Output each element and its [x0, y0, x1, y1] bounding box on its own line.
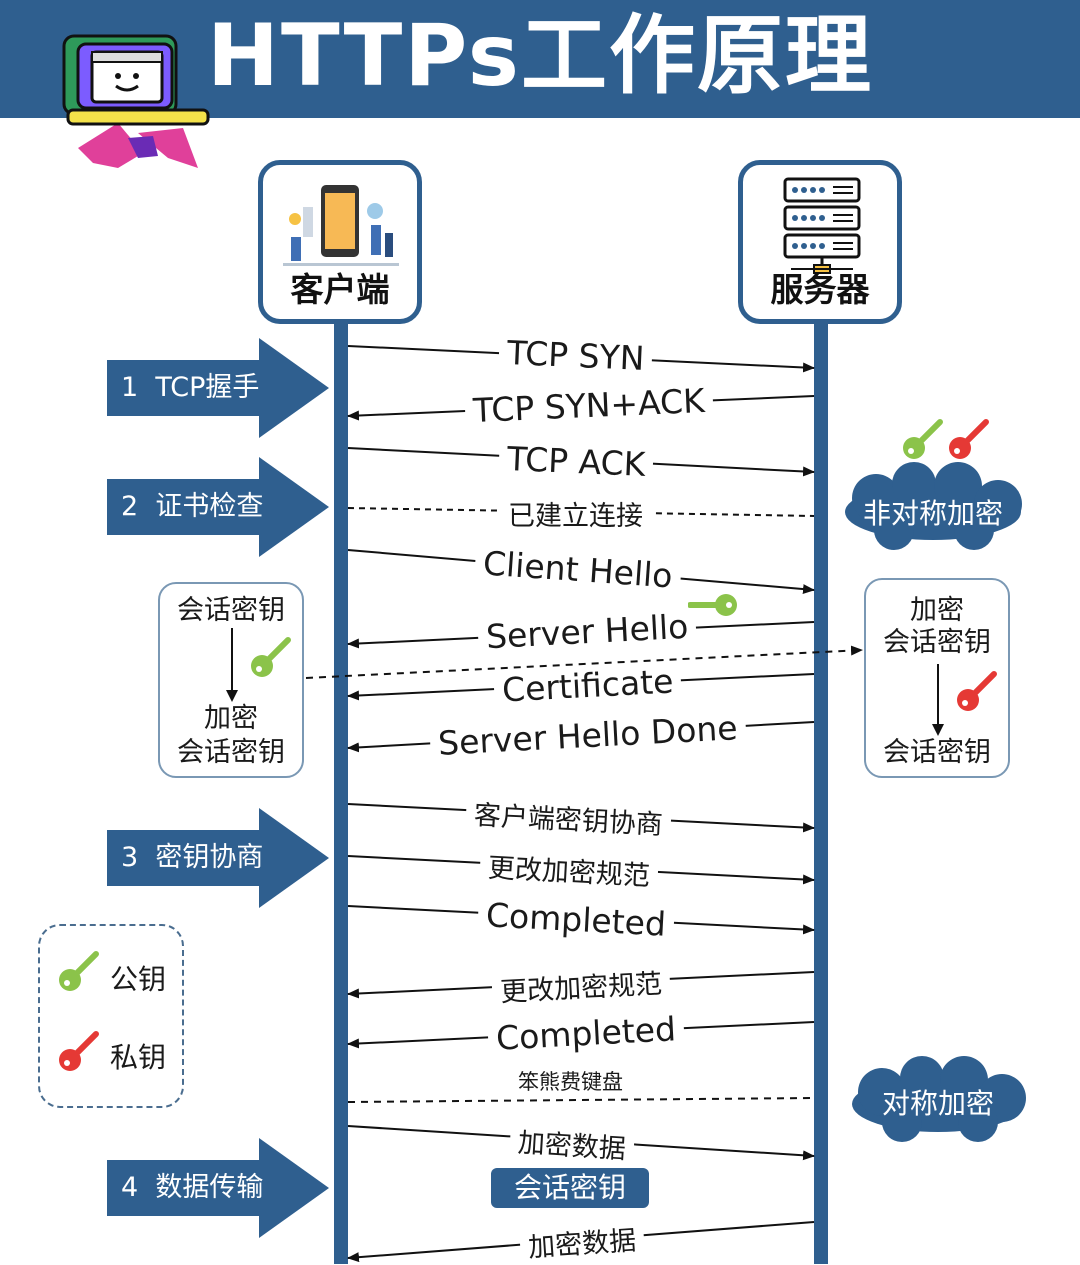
client-session-key-panel: 会话密钥 加密 会话密钥 — [158, 582, 304, 778]
phase-key-negotiation: 3 密钥协商 — [107, 808, 329, 908]
down-arrow-icon — [226, 628, 238, 702]
page-title: HTTPs工作原理 — [207, 6, 873, 106]
green-key-icon — [251, 637, 291, 677]
green-key-icon — [59, 951, 99, 991]
red-key-icon — [949, 419, 989, 459]
msg-connection-established: 已建立连接 — [500, 494, 651, 533]
watermark-text: 笨熊费键盘 — [514, 1066, 627, 1096]
green-key-icon — [688, 594, 737, 616]
line-symmetric-divider — [347, 1097, 815, 1103]
client-lifeline — [334, 324, 348, 1264]
legend-public-key: 公钥 — [110, 963, 167, 996]
smartphone-illustration — [283, 185, 399, 266]
phase-label: 4 数据传输 — [121, 1172, 264, 1203]
server-box: 服务器 — [738, 160, 902, 324]
server-session-key-panel: 加密 会话密钥 会话密钥 — [864, 578, 1010, 778]
phase-label: 1 TCP握手 — [121, 372, 260, 403]
server-label: 服务器 — [770, 270, 870, 309]
phase-data-transfer: 4 数据传输 — [107, 1138, 329, 1238]
session-key-badge: 会话密钥 — [491, 1168, 649, 1208]
phase-label: 3 密钥协商 — [121, 842, 264, 873]
phase-label: 2 证书检查 — [121, 491, 264, 522]
key-legend: 公钥 私钥 — [38, 924, 184, 1108]
asymmetric-encryption-label: 非对称加密 — [862, 497, 1003, 530]
phase-tcp-handshake: 1 TCP握手 — [107, 338, 329, 438]
symmetric-encryption-label: 对称加密 — [881, 1087, 994, 1120]
msg-encrypted-data-server: 加密数据 — [518, 1217, 646, 1265]
server-panel-bottom-text: 会话密钥 — [883, 737, 991, 768]
server-panel-top-line2: 会话密钥 — [883, 627, 991, 658]
title-banner — [0, 0, 1080, 118]
phase-certificate-check: 2 证书检查 — [107, 457, 329, 557]
red-key-icon — [59, 1031, 99, 1071]
arrow-dashed-key-transfer — [305, 645, 863, 679]
client-panel-top-text: 会话密钥 — [177, 595, 285, 626]
msg-encrypted-data-client: 加密数据 — [508, 1120, 636, 1167]
server-lifeline — [814, 324, 828, 1264]
client-label: 客户端 — [290, 270, 390, 309]
down-arrow-icon — [932, 664, 944, 736]
server-panel-top-line1: 加密 — [910, 595, 964, 626]
green-key-icon — [903, 419, 943, 459]
client-panel-bottom-line2: 会话密钥 — [177, 737, 285, 768]
laptop-logo-icon — [62, 34, 210, 168]
legend-private-key: 私钥 — [110, 1041, 167, 1074]
client-box: 客户端 — [258, 160, 422, 324]
msg-tcp-ack: TCP ACK — [498, 438, 655, 485]
msg-tcp-syn: TCP SYN — [498, 332, 654, 379]
client-panel-bottom-line1: 加密 — [204, 703, 258, 734]
server-rack-icon — [783, 177, 861, 274]
symmetric-encryption-cloud: 对称加密 — [842, 1056, 1034, 1148]
asymmetric-encryption-cloud: 非对称加密 — [834, 462, 1032, 558]
red-key-icon — [957, 671, 997, 711]
